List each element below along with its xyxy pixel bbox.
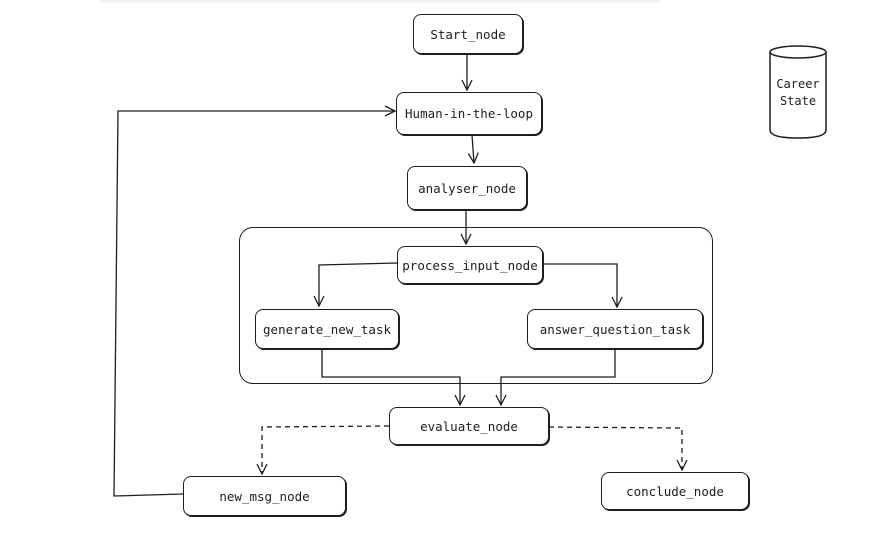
start-node-label: Start_node <box>430 26 506 42</box>
process-input-node-label: process_input_node <box>402 257 538 273</box>
career-state-label: Career State <box>776 77 820 108</box>
process-input-node[interactable]: process_input_node <box>397 246 543 284</box>
analyser-node[interactable]: analyser_node <box>407 166 527 210</box>
top-shadow-strip <box>100 0 660 4</box>
evaluate-node[interactable]: evaluate_node <box>389 407 549 445</box>
evaluate-node-label: evaluate_node <box>420 418 518 434</box>
analyser-node-label: analyser_node <box>418 180 516 196</box>
new-msg-node-label: new_msg_node <box>219 488 310 504</box>
new-msg-node[interactable]: new_msg_node <box>183 476 346 516</box>
edge-newmsg-loop-to-human <box>113 111 395 497</box>
conclude-node[interactable]: conclude_node <box>601 472 749 510</box>
edge-generate-to-evaluate <box>321 349 460 405</box>
conclude-node-label: conclude_node <box>626 483 724 499</box>
answer-question-task-node[interactable]: answer_question_task <box>527 309 703 349</box>
start-node[interactable]: Start_node <box>413 14 523 54</box>
human-node-label: Human-in-the-loop <box>405 106 533 121</box>
task-group-container <box>239 227 713 384</box>
edge-process-to-generate <box>319 262 398 306</box>
edge-evaluate-to-newmsg <box>262 425 390 474</box>
generate-new-task-node[interactable]: generate_new_task <box>255 309 399 349</box>
edge-process-to-answer <box>543 263 617 307</box>
edge-human-to-analyser <box>472 134 474 163</box>
career-state-database-icon[interactable] <box>768 44 828 140</box>
edge-answer-to-evaluate <box>501 349 616 405</box>
edge-evaluate-to-conclude <box>548 426 682 470</box>
human-in-the-loop-node[interactable]: Human-in-the-loop <box>396 92 542 135</box>
answer-question-task-label: answer_question_task <box>539 321 691 337</box>
generate-new-task-label: generate_new_task <box>263 321 391 337</box>
